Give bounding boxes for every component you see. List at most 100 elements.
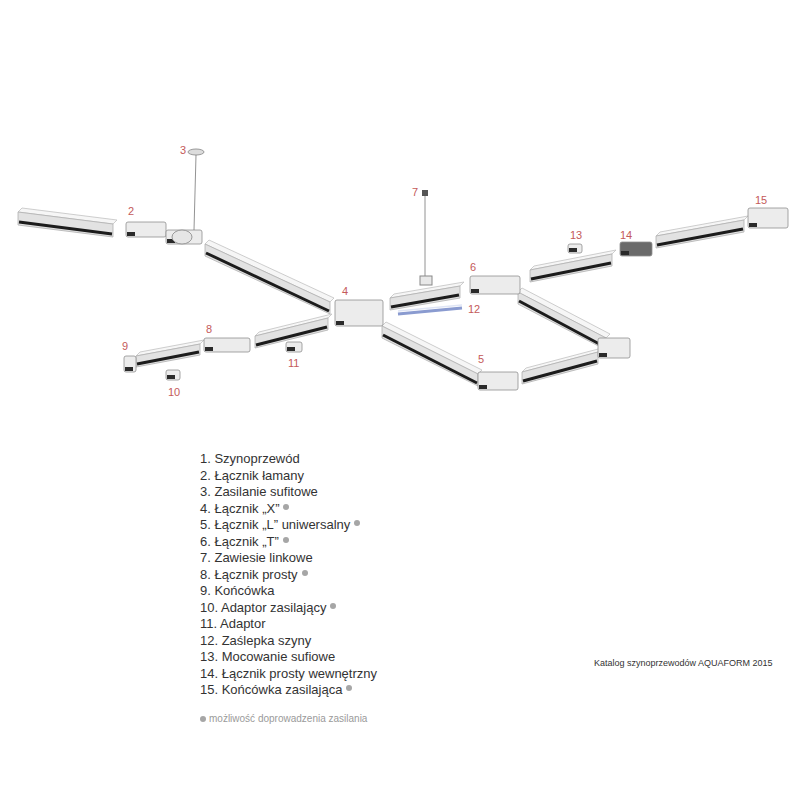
- rail-side: [656, 220, 744, 248]
- rail-side: [522, 352, 598, 384]
- part-list-item: 8. Łącznik prosty: [200, 567, 298, 582]
- straight-connector: [204, 338, 250, 352]
- end-cap: [124, 356, 136, 372]
- ceiling-mount: [568, 244, 582, 253]
- joint-cylinder: [172, 230, 192, 244]
- rail-groove: [523, 361, 597, 381]
- end-cap-cap: [125, 367, 133, 371]
- rail-groove: [519, 301, 605, 347]
- end-cap-body: [124, 356, 136, 372]
- legend-text: możliwość doprowadzenia zasilania: [209, 713, 367, 725]
- t-connector: [470, 276, 520, 294]
- caption: Katalog szynoprzewodów AQUAFORM 2015: [594, 658, 773, 669]
- rail-blank-plate-edge: [398, 305, 462, 311]
- feed-adaptor-cap: [167, 375, 175, 379]
- callout-number: 11: [288, 357, 299, 370]
- power-feed-dot: [346, 685, 352, 691]
- l-connector-cap: [479, 385, 487, 389]
- adaptor-body: [286, 342, 302, 352]
- rail-side: [530, 254, 612, 282]
- adaptor: [286, 342, 302, 352]
- part-list-item: 10. Adaptor zasilający: [200, 600, 326, 615]
- part-list-item: 11. Adaptor: [200, 616, 266, 631]
- callout-number: 8: [206, 323, 212, 336]
- power-feed-dot: [354, 520, 360, 526]
- part-list-item: 6. Łącznik „T”: [200, 534, 279, 549]
- part-list-item: 4. Łącznik „X”: [200, 501, 279, 516]
- feed-end-cap: [749, 223, 757, 227]
- rail-side: [382, 326, 478, 386]
- ceiling-canopy: [188, 149, 204, 155]
- cable-anchor: [422, 190, 428, 196]
- part-list-item: 14. Łącznik prosty wewnętrzny: [200, 666, 377, 681]
- feed-adaptor-body: [166, 370, 180, 380]
- corner-connector-cap: [599, 353, 607, 357]
- angle-connector: [126, 222, 166, 237]
- suspension-cable: [425, 196, 426, 276]
- rail-groove: [206, 253, 329, 311]
- rail-top: [518, 288, 610, 338]
- rail-blank-plate: [398, 308, 462, 314]
- rail-groove: [531, 263, 611, 279]
- track-rail: [382, 322, 482, 386]
- part-list-item: 2. Łącznik łamany: [200, 468, 304, 483]
- track-rail: [205, 240, 334, 314]
- rail-groove: [657, 229, 743, 245]
- adaptor-cap: [287, 347, 295, 351]
- part-list-item: 1. Szynoprzewód: [200, 451, 300, 466]
- callout-number: 3: [180, 144, 186, 157]
- callout-number: 13: [570, 229, 582, 242]
- feed-wire: [194, 155, 196, 230]
- track-rail: [522, 348, 602, 384]
- t-connector-body: [470, 276, 520, 294]
- callout-number: 5: [478, 353, 484, 366]
- part-list-item: 15. Końcówka zasilająca: [200, 682, 342, 697]
- rail-top: [205, 240, 334, 302]
- part-list-item: 3. Zasilanie sufitowe: [200, 484, 318, 499]
- track-rail: [390, 282, 464, 310]
- legend-swatch: [200, 716, 206, 722]
- feed-adaptor: [166, 370, 180, 380]
- callout-number: 2: [128, 205, 134, 218]
- track-rail: [530, 250, 616, 282]
- callout-number: 4: [342, 285, 348, 298]
- part-list-item: 12. Zaślepka szyny: [200, 633, 311, 648]
- power-feed-dot: [283, 537, 289, 543]
- callout-number: 14: [620, 229, 632, 242]
- callout-number: 10: [168, 386, 180, 399]
- callout-number: 7: [412, 186, 418, 199]
- rail-top: [382, 322, 482, 374]
- rail-groove: [137, 352, 199, 364]
- angle-joint: [166, 230, 202, 244]
- straight-connector-cap: [205, 347, 213, 351]
- rail-groove: [391, 295, 459, 307]
- part-list-item: 9. Końcówka: [200, 583, 274, 598]
- ceiling-mount-cap: [569, 248, 577, 252]
- rail-side: [18, 212, 113, 237]
- rail-groove: [383, 335, 477, 383]
- callout-number: 12: [468, 303, 480, 316]
- rail-side: [136, 344, 200, 367]
- angle-connector-cap: [127, 232, 135, 236]
- straight-connector-body: [204, 338, 250, 352]
- x-connector-body: [335, 300, 383, 326]
- part-list-item: 13. Mocowanie sufiowe: [200, 649, 335, 664]
- internal-connector-body: [620, 242, 652, 256]
- track-rail: [518, 288, 610, 350]
- t-connector-cap: [471, 289, 479, 293]
- power-feed-dot: [302, 570, 308, 576]
- cable-clamp: [420, 276, 432, 285]
- part-list-item: 5. Łącznik „L” uniwersalny: [200, 517, 350, 532]
- track-rail: [18, 208, 117, 237]
- angle-joint-body: [166, 230, 202, 244]
- internal-connector-cap: [621, 251, 629, 255]
- l-connector: [478, 372, 518, 390]
- x-connector: [335, 300, 383, 326]
- feed-end: [748, 208, 788, 228]
- part-list-item: 7. Zawiesie linkowe: [200, 550, 313, 565]
- rail-groove: [19, 222, 112, 234]
- l-connector-body: [478, 372, 518, 390]
- ceiling-mount-body: [568, 244, 582, 253]
